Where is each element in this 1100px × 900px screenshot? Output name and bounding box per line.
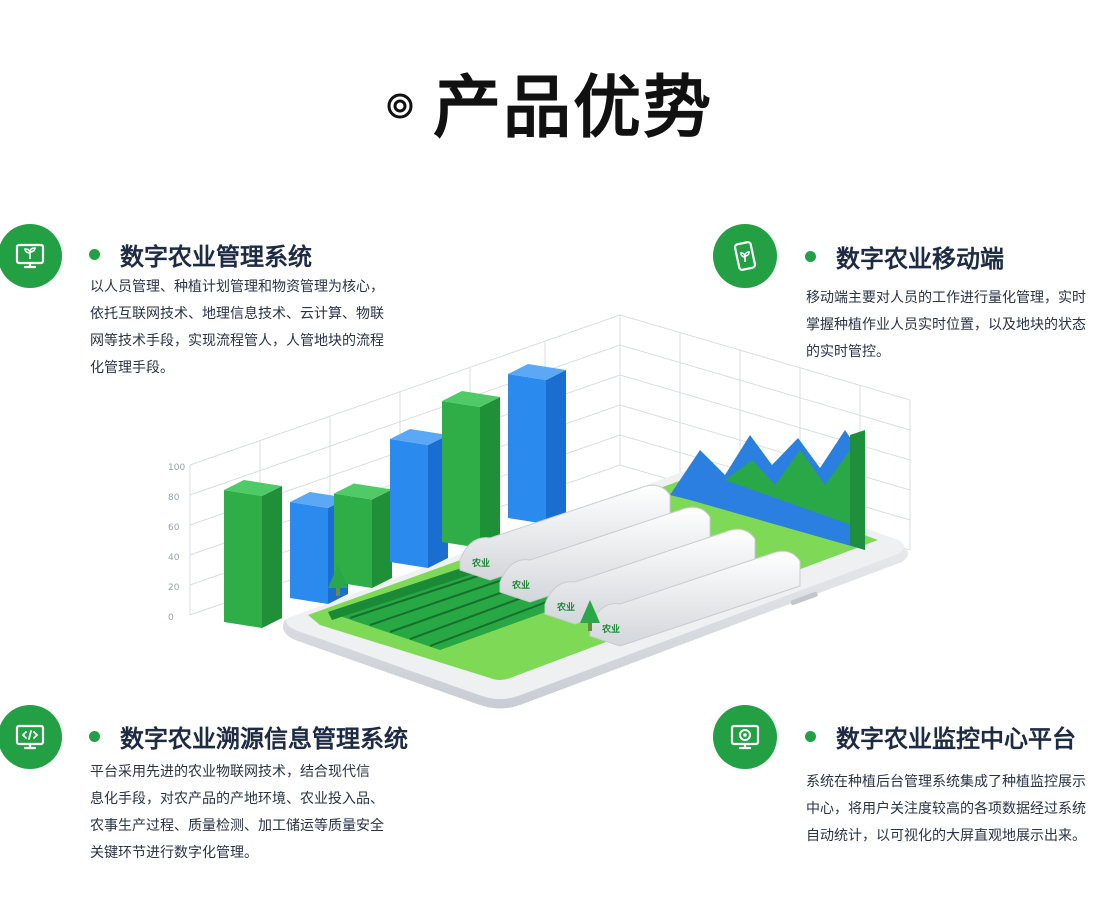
feature-title: 数字农业移动端 [836,245,1004,273]
greenhouse-label: 农业 [511,579,530,591]
trees [328,565,600,631]
greenhouse-label: 农业 [471,557,490,569]
ring-icon [387,93,413,119]
bar-green [442,391,500,548]
code-monitor-icon [0,705,62,769]
bullet-dot [805,251,816,262]
monitor-camera-icon [713,705,777,769]
description-line: 自动统计，以可视化的大屏直观地展示出来。 [806,828,1086,844]
greenhouse-label: 农业 [601,623,620,635]
y-tick-label: 0 [168,613,174,623]
feature-description: 系统在种植后台管理系统集成了种植监控展示 中心，将用户关注度较高的各项数据经过系… [806,769,1086,850]
bullet-dot [805,731,816,742]
page-title-text: 产品优势 [432,69,713,148]
description-line: 化管理手段。 [90,360,174,376]
y-axis-ticks: 100 80 60 40 20 0 [168,463,185,623]
feature-description: 移动端主要对人员的工作进行量化管理，实时 掌握种植作业人员实时位置，以及地块的状… [806,285,1086,366]
y-tick-label: 40 [168,553,180,563]
description-line: 息化手段，对农产品的产地环境、农业投入品、 [90,791,384,807]
description-line: 网等技术手段，实现流程管人，人管地块的流程 [90,333,384,349]
bullet-dot [89,731,100,742]
description-line: 平台采用先进的农业物联网技术，结合现代信 [90,764,370,780]
y-tick-label: 100 [168,463,185,473]
description-line: 掌握种植作业人员实时位置，以及地块的状态 [806,317,1086,333]
area-chart [670,430,865,550]
description-line: 依托互联网技术、地理信息技术、云计算、物联 [90,306,384,322]
description-line: 移动端主要对人员的工作进行量化管理，实时 [806,290,1086,306]
feature-description: 平台采用先进的农业物联网技术，结合现代信 息化手段，对农产品的产地环境、农业投入… [90,759,384,867]
y-tick-label: 80 [168,493,180,503]
description-line: 农事生产过程、质量检测、加工储运等质量安全 [90,818,384,834]
greenhouse-label: 农业 [556,601,575,613]
bullet-dot [89,249,100,260]
bar-blue [390,429,448,568]
bar-green [224,480,282,628]
description-line: 的实时管控。 [806,344,890,360]
description-line: 以人员管理、种植计划管理和物资管理为核心， [90,279,384,295]
feature-title: 数字农业溯源信息管理系统 [120,725,408,753]
description-line: 系统在种植后台管理系统集成了种植监控展示 [806,774,1086,790]
description-line: 关键环节进行数字化管理。 [90,845,258,861]
feature-title: 数字农业管理系统 [120,243,312,271]
page-title: 产品优势 [0,52,1100,151]
bar-green [334,483,392,588]
y-tick-label: 60 [168,523,180,533]
mobile-sprout-icon [713,224,777,288]
greenhouses: 农业 农业 农业 农业 [459,484,801,647]
description-line: 中心，将用户关注度较高的各项数据经过系统 [806,801,1086,817]
monitor-sprout-icon [0,224,62,288]
bar-blue [508,364,566,524]
y-tick-label: 20 [168,583,180,593]
farm-illustration: 100 80 60 40 20 0 农业 农业 农业 农业 [168,314,911,709]
feature-description: 以人员管理、种植计划管理和物资管理为核心， 依托互联网技术、地理信息技术、云计算… [90,274,384,382]
bar-chart [224,364,566,628]
feature-title: 数字农业监控中心平台 [836,725,1076,753]
